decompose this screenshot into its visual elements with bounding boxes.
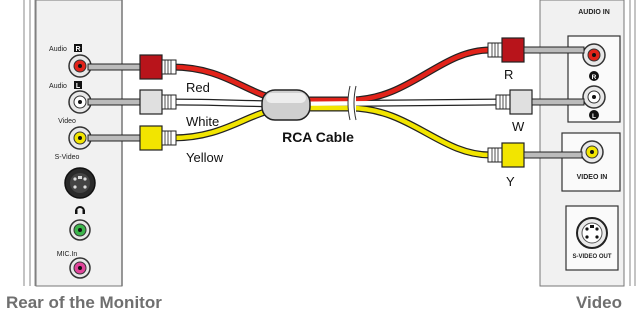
audio-l-port-label: Audio [49, 83, 67, 90]
video-in-jack-icon [580, 140, 604, 164]
audio-in-l-jack-icon [582, 85, 606, 109]
svideo-out-jack-icon [576, 217, 608, 249]
white-plug-left-icon [87, 89, 177, 115]
cable-label-yellow: Yellow [186, 150, 224, 165]
audio-r-badge: R [75, 46, 80, 53]
audio-l-badge: L [76, 83, 81, 90]
headphone-jack-icon [69, 219, 91, 241]
mic-port-label: MIC.In [57, 251, 78, 258]
cable-label-white: White [186, 114, 219, 129]
red-plug-left-icon [87, 54, 177, 80]
yellow-plug-left-icon [87, 125, 177, 151]
white-wire [171, 99, 501, 107]
red-plug-right-icon [487, 37, 585, 63]
video-in-label: VIDEO IN [577, 174, 608, 181]
svideo-out-label: S-VIDEO OUT [572, 254, 611, 260]
cable-break-mark [347, 85, 357, 121]
audio-in-label: AUDIO IN [578, 9, 610, 16]
r-badge: R [592, 74, 597, 81]
cable-name-label: RCA Cable [282, 129, 354, 145]
audio-r-badge-box [74, 44, 82, 52]
r-badge-circle [589, 71, 599, 81]
mic-jack-icon [69, 257, 91, 279]
monitor-rear-panel [0, 0, 142, 287]
rca-cable [171, 46, 501, 159]
headphone-icon [75, 206, 85, 214]
svideo-jack-icon [64, 167, 96, 199]
cable-label-r: R [504, 67, 513, 82]
video-port-label: Video [58, 118, 76, 125]
cable-label-w: W [512, 119, 525, 134]
yellow-plug-right-icon [487, 142, 583, 168]
audio-r-port-label: Audio [49, 46, 67, 53]
cable-label-red: Red [186, 80, 210, 95]
l-badge: L [592, 113, 596, 120]
device-caption: Video [576, 293, 622, 312]
audio-l-badge-box [74, 81, 82, 89]
monitor-caption: Rear of the Monitor [6, 293, 162, 312]
red-wire [171, 47, 491, 103]
white-plug-right-icon [495, 89, 585, 115]
audio-in-r-jack-icon [582, 43, 606, 67]
ferrite-core-icon [261, 89, 311, 121]
video-jack-icon [68, 126, 92, 150]
cable-label-y: Y [506, 174, 515, 189]
l-badge-circle [589, 110, 599, 120]
svideo-port-label: S-Video [55, 154, 80, 161]
